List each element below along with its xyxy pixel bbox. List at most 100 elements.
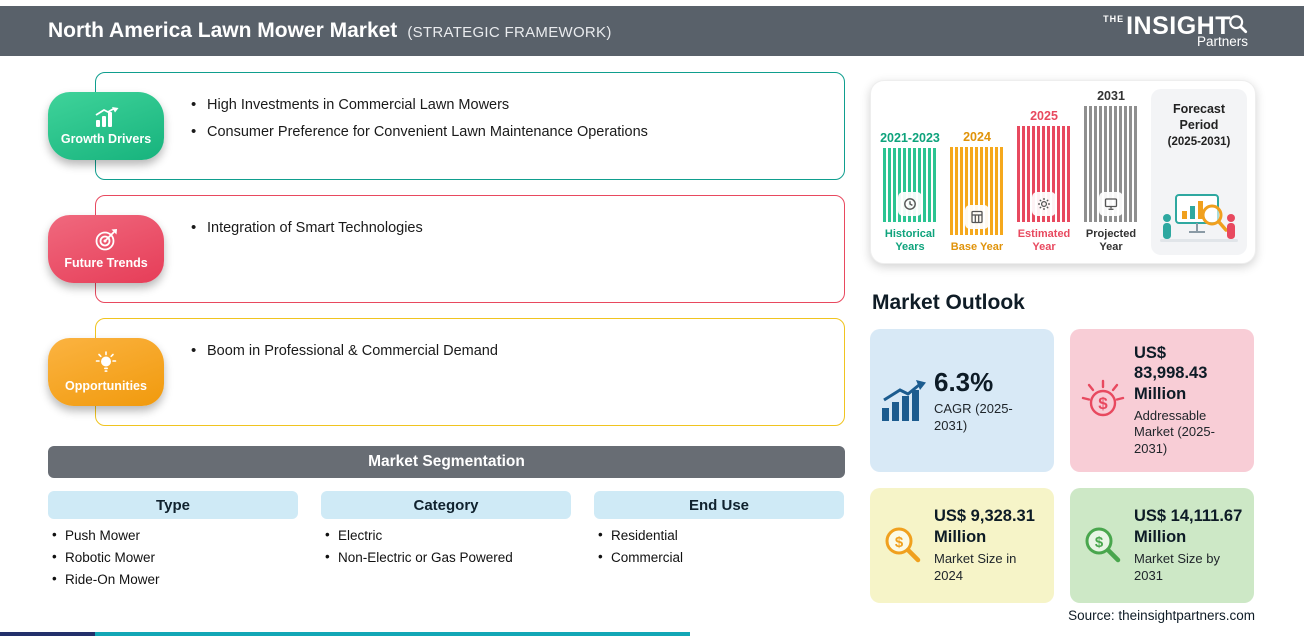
magnifier-dollar-icon: $ <box>1080 523 1126 569</box>
future-trends-pill: Future Trends <box>48 215 164 283</box>
logo-the-text: THE <box>1103 13 1125 24</box>
growth-drivers-section: High Investments in Commercial Lawn Mowe… <box>48 72 845 180</box>
opportunities-bullets: Boom in Professional & Commercial Demand <box>191 342 498 370</box>
list-item: Robotic Mower <box>52 549 298 565</box>
page-title: North America Lawn Mower Market <box>48 19 398 42</box>
segmentation-column-category: Category Electric Non-Electric or Gas Po… <box>321 491 571 594</box>
opportunities-box: Boom in Professional & Commercial Demand <box>95 318 845 426</box>
segmentation-title-bar: Market Segmentation <box>48 446 845 478</box>
column-header-category: Category <box>321 491 571 519</box>
logo-insight-text: INSIGHT <box>1126 11 1231 40</box>
list-item: Commercial <box>598 549 844 565</box>
list-item: Non-Electric or Gas Powered <box>325 549 571 565</box>
segmentation-column-type: Type Push Mower Robotic Mower Ride-On Mo… <box>48 491 298 594</box>
logo-partners-text: Partners <box>1196 33 1248 49</box>
framework-column: High Investments in Commercial Lawn Mowe… <box>48 72 845 594</box>
bullet-item: Consumer Preference for Convenient Lawn … <box>191 123 648 140</box>
cagr-label: CAGR (2025-2031) <box>934 401 1013 434</box>
column-header-type: Type <box>48 491 298 519</box>
list-item: Push Mower <box>52 527 298 543</box>
timeline-name: Base Year <box>950 241 1004 254</box>
dollar-burst-icon: $ <box>1080 378 1126 424</box>
category-items: Electric Non-Electric or Gas Powered <box>325 527 571 565</box>
year-label: 2021-2023 <box>880 130 940 145</box>
forecast-range: (2025-2031) <box>1167 135 1231 148</box>
type-items: Push Mower Robotic Mower Ride-On Mower <box>52 527 298 587</box>
future-trends-box: Integration of Smart Technologies <box>95 195 845 303</box>
monitor-icon <box>1099 191 1123 216</box>
year-label: 2024 <box>963 130 991 145</box>
analysts-illustration <box>1160 194 1238 242</box>
cagr-card: 6.3% CAGR (2025-2031) <box>870 329 1054 472</box>
size-2024-text: US$ 9,328.31 Million Market Size in 2024 <box>934 506 1044 584</box>
market-size-2024-card: $ US$ 9,328.31 Million Market Size in 20… <box>870 488 1054 603</box>
bar-chart-growth-icon <box>95 106 119 127</box>
list-item: Electric <box>325 527 571 543</box>
growth-drivers-pill: Growth Drivers <box>48 92 164 160</box>
source-link[interactable]: Source: theinsightpartners.com <box>1068 608 1255 623</box>
size-2024-label: Market Size in 2024 <box>934 550 1017 583</box>
svg-text:$: $ <box>895 534 904 551</box>
year-label: 2031 <box>1097 88 1125 103</box>
svg-text:$: $ <box>1095 534 1104 551</box>
header-bar: North America Lawn Mower Market (STRATEG… <box>0 6 1304 56</box>
future-trends-section: Integration of Smart Technologies Future… <box>48 195 845 303</box>
magnifier-icon <box>1229 15 1248 34</box>
timeline-group-estimated: 2025 Estimated Year <box>1015 109 1073 256</box>
section-label: Future Trends <box>64 256 148 270</box>
cagr-text: 6.3% CAGR (2025-2031) <box>934 366 1044 435</box>
market-outlook-title: Market Outlook <box>872 291 1025 314</box>
bottom-accent-teal <box>95 632 690 636</box>
year-label: 2025 <box>1030 108 1058 123</box>
bullet-item: Integration of Smart Technologies <box>191 219 423 236</box>
growth-drivers-bullets: High Investments in Commercial Lawn Mowe… <box>191 96 648 151</box>
page-subtitle: (STRATEGIC FRAMEWORK) <box>407 24 612 41</box>
target-icon <box>95 229 117 251</box>
historical-bar <box>883 147 937 222</box>
list-item: Residential <box>598 527 844 543</box>
header-title-wrap: North America Lawn Mower Market (STRATEG… <box>48 19 612 43</box>
column-header-end-use: End Use <box>594 491 844 519</box>
outlook-column: 2021-2023 Historical Years 2024 <box>870 72 1256 603</box>
bottom-accent-navy <box>0 632 95 636</box>
addressable-text: US$ 83,998.43 Million Addressable Market… <box>1134 343 1244 459</box>
history-clock-icon <box>898 191 922 216</box>
future-trends-bullets: Integration of Smart Technologies <box>191 219 423 247</box>
base-year-bar <box>950 147 1004 236</box>
list-item: Ride-On Mower <box>52 571 298 587</box>
outlook-cards: 6.3% CAGR (2025-2031) $ <box>870 329 1256 603</box>
size-2031-label: Market Size by 2031 <box>1134 550 1220 583</box>
forecast-period-panel: Forecast Period (2025-2031) <box>1151 89 1247 255</box>
segmentation-column-end-use: End Use Residential Commercial <box>594 491 844 594</box>
segmentation-columns: Type Push Mower Robotic Mower Ride-On Mo… <box>48 491 845 594</box>
forecast-title: Forecast Period <box>1172 102 1226 133</box>
bullet-item: High Investments in Commercial Lawn Mowe… <box>191 96 648 113</box>
size-2024-value: US$ 9,328.31 Million <box>934 507 1035 547</box>
logo-top-row: THE INSIGHT <box>1103 11 1248 40</box>
size-2031-text: US$ 14,111.67 Million Market Size by 203… <box>1134 506 1244 584</box>
market-size-2031-card: $ US$ 14,111.67 Million Market Size by 2… <box>1070 488 1254 603</box>
cagr-value: 6.3% <box>934 366 994 397</box>
end-use-items: Residential Commercial <box>598 527 844 565</box>
projected-year-bar <box>1084 105 1138 222</box>
calculator-icon <box>965 205 989 230</box>
timeline-group-base: 2024 Base Year <box>948 130 1006 255</box>
addressable-label: Addressable Market (2025-2031) <box>1134 407 1215 457</box>
bullet-item: Boom in Professional & Commercial Demand <box>191 342 498 359</box>
lightbulb-icon <box>95 351 117 372</box>
estimated-year-bar <box>1017 125 1071 222</box>
bar-chart-growth-icon <box>880 379 926 422</box>
timeline-name: Historical Years <box>884 227 936 254</box>
timeline-bars: 2021-2023 Historical Years 2024 <box>880 89 1145 256</box>
section-label: Opportunities <box>65 379 147 393</box>
timeline-name: Estimated Year <box>1017 227 1071 254</box>
insight-partners-logo: THE INSIGHT Partners <box>1103 11 1248 49</box>
addressable-value: US$ 83,998.43 Million <box>1134 343 1208 403</box>
section-label: Growth Drivers <box>60 131 152 146</box>
timeline-name: Projected Year <box>1085 227 1137 254</box>
timeline-group-projected: 2031 Projected Year <box>1082 89 1140 256</box>
growth-drivers-box: High Investments in Commercial Lawn Mowe… <box>95 72 845 180</box>
size-2031-value: US$ 14,111.67 Million <box>1134 507 1243 547</box>
svg-text:$: $ <box>1098 394 1108 413</box>
